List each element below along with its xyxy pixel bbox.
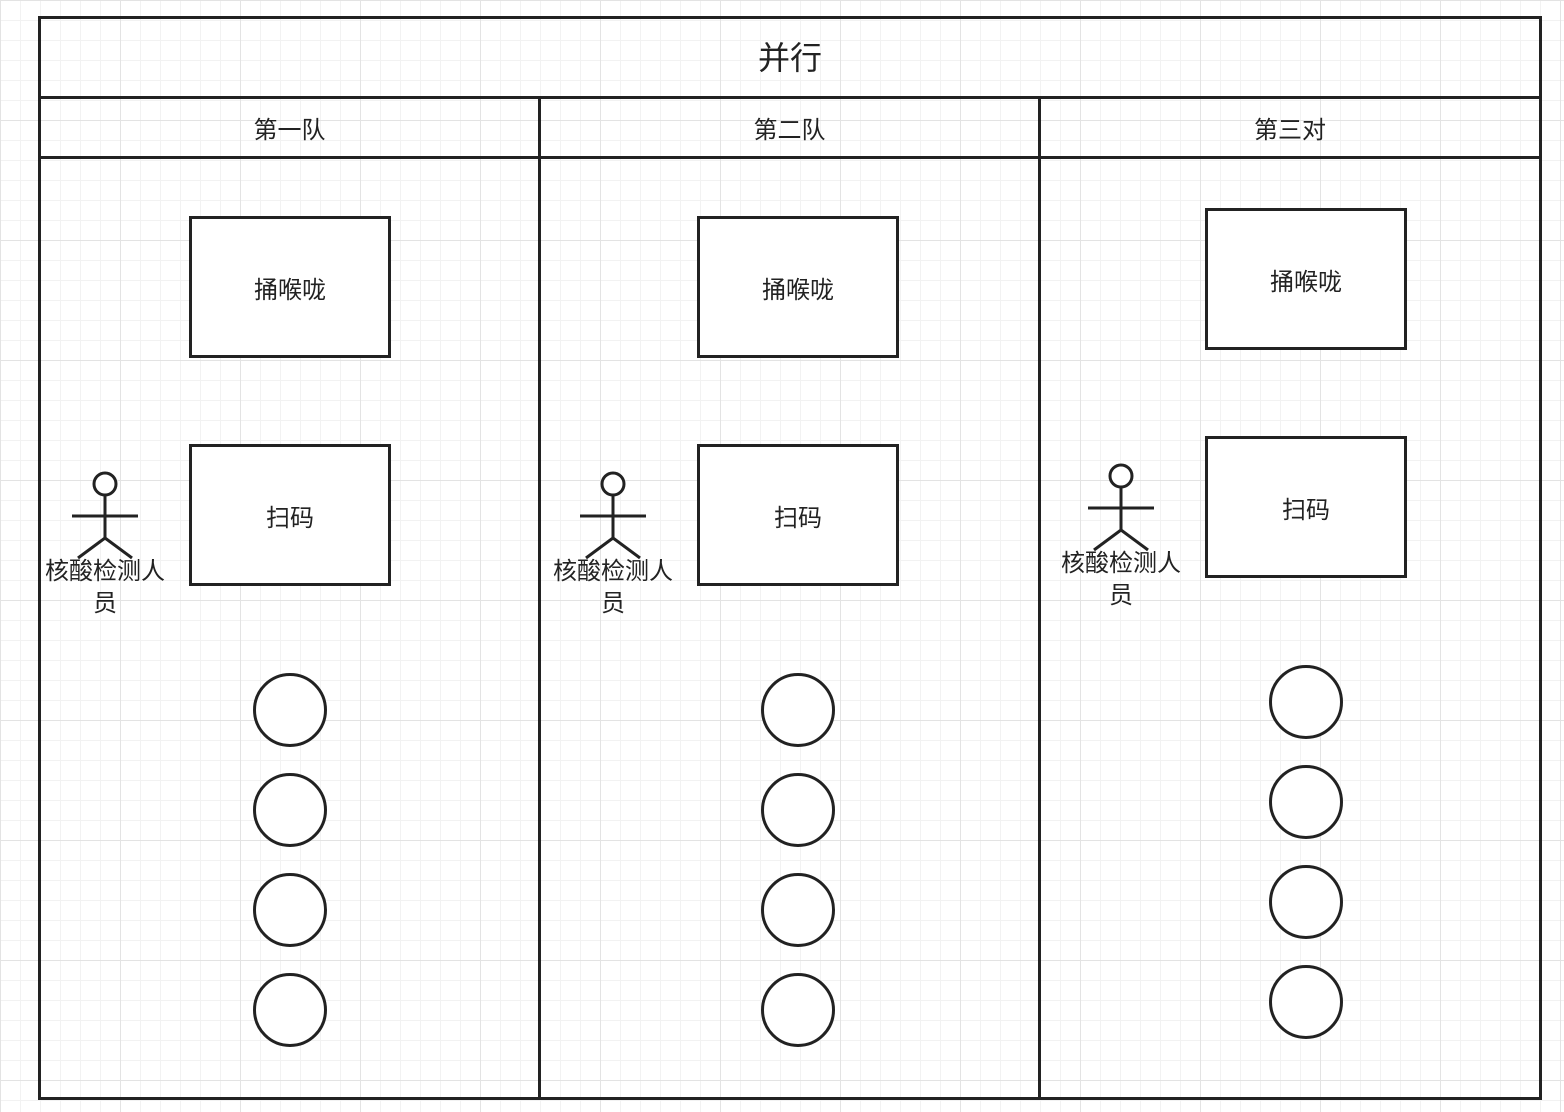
person-circle-2-3	[761, 873, 835, 947]
person-circle-1-1	[253, 673, 327, 747]
person-circle-1-4	[253, 973, 327, 1047]
scan-code-box-3: 扫码	[1205, 436, 1407, 578]
person-circle-2-1	[761, 673, 835, 747]
pool-container	[38, 16, 1542, 1100]
person-circle-3-2	[1269, 765, 1343, 839]
person-circle-3-1	[1269, 665, 1343, 739]
lane-header-3: 第三对	[1041, 99, 1539, 159]
lane-header-1: 第一队	[41, 99, 538, 159]
lane-header-2: 第二队	[541, 99, 1038, 159]
person-circle-2-4	[761, 973, 835, 1047]
actor-label-2: 核酸检测人员	[553, 557, 673, 617]
person-circle-1-2	[253, 773, 327, 847]
person-circle-1-3	[253, 873, 327, 947]
lane-divider-1	[538, 97, 541, 1100]
throat-swab-box-3: 捅喉咙	[1205, 208, 1407, 350]
person-circle-2-2	[761, 773, 835, 847]
actor-icon-3	[1088, 463, 1154, 552]
actor-icon-2	[580, 471, 646, 560]
throat-swab-box-2: 捅喉咙	[697, 216, 899, 358]
actor-label-3: 核酸检测人员	[1061, 549, 1181, 609]
scan-code-box-1: 扫码	[189, 444, 391, 586]
scan-code-box-2: 扫码	[697, 444, 899, 586]
person-circle-3-4	[1269, 965, 1343, 1039]
lane-divider-2	[1038, 97, 1041, 1100]
actor-icon-1	[72, 471, 138, 560]
pool-title: 并行	[38, 16, 1542, 99]
actor-label-1: 核酸检测人员	[45, 557, 165, 617]
person-circle-3-3	[1269, 865, 1343, 939]
throat-swab-box-1: 捅喉咙	[189, 216, 391, 358]
